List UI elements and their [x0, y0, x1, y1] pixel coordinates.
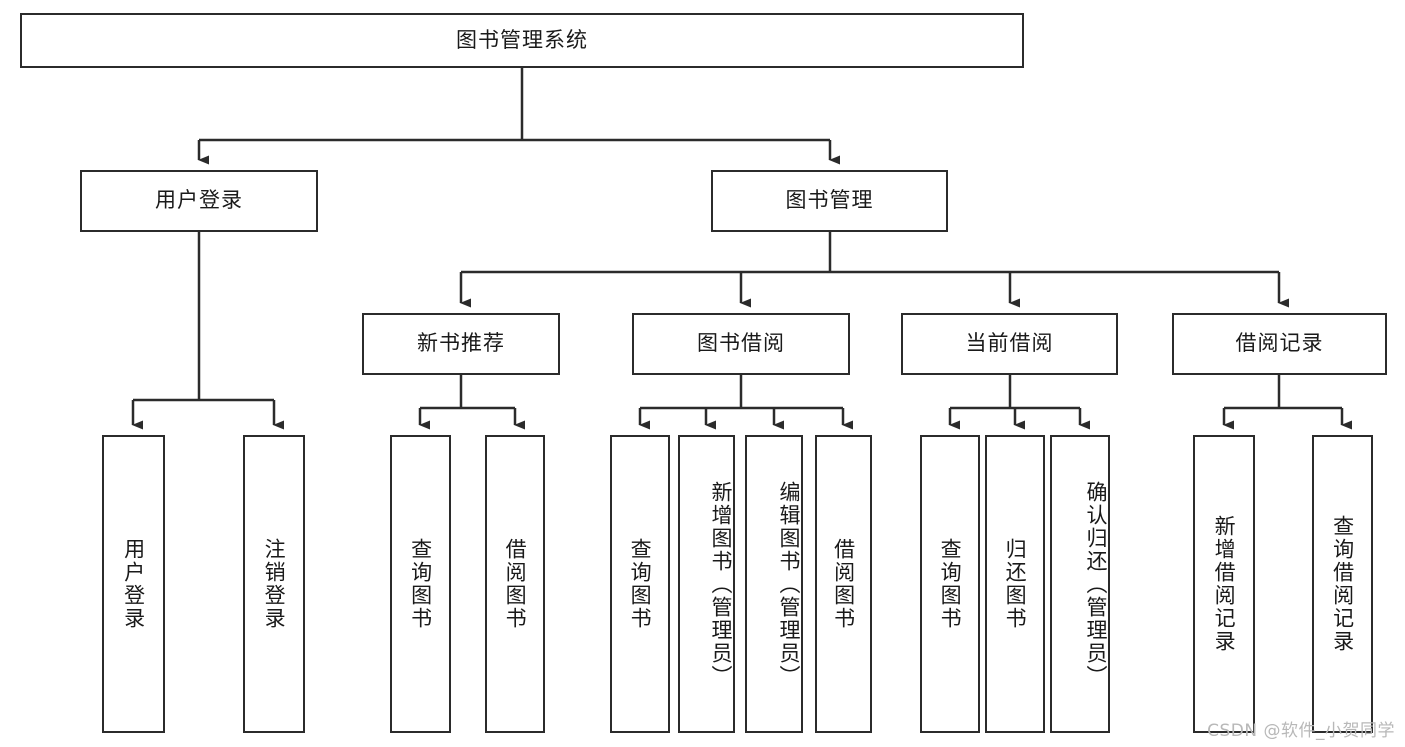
node-leaf-query-book-cb[interactable]: 查询图书	[920, 435, 980, 733]
node-user-login[interactable]: 用户登录	[80, 170, 318, 232]
node-new-book-recommend[interactable]: 新书推荐	[362, 313, 560, 375]
node-current-borrow-label: 当前借阅	[965, 331, 1054, 356]
node-book-manage[interactable]: 图书管理	[711, 170, 948, 232]
node-new-book-recommend-label: 新书推荐	[417, 331, 505, 356]
node-current-borrow[interactable]: 当前借阅	[901, 313, 1118, 375]
node-leaf-user-login[interactable]: 用户登录	[102, 435, 165, 733]
node-leaf-add-borrow-record-label: 新增借阅记录	[1212, 515, 1237, 653]
node-leaf-borrow-book-rec[interactable]: 借阅图书	[485, 435, 545, 733]
node-leaf-logout[interactable]: 注销登录	[243, 435, 305, 733]
node-leaf-query-borrow-record[interactable]: 查询借阅记录	[1312, 435, 1373, 733]
node-leaf-query-book-br[interactable]: 查询图书	[610, 435, 670, 733]
node-leaf-borrow-book-rec-label: 借阅图书	[503, 538, 528, 630]
node-leaf-edit-book-admin-label: 编辑图书（管理员）	[777, 480, 801, 688]
node-leaf-logout-label: 注销登录	[262, 538, 287, 630]
node-borrow-record-label: 借阅记录	[1235, 331, 1324, 356]
node-leaf-return-book[interactable]: 归还图书	[985, 435, 1045, 733]
node-leaf-add-borrow-record[interactable]: 新增借阅记录	[1193, 435, 1255, 733]
node-leaf-query-book-rec[interactable]: 查询图书	[390, 435, 451, 733]
node-leaf-query-borrow-record-label: 查询借阅记录	[1330, 515, 1355, 653]
node-root-label: 图书管理系统	[456, 27, 588, 52]
node-leaf-confirm-return-admin[interactable]: 确认归还（管理员）	[1050, 435, 1110, 733]
node-leaf-borrow-book-br-label: 借阅图书	[831, 538, 856, 630]
watermark: CSDN @软件_小贺同学	[1207, 721, 1395, 741]
node-leaf-user-login-label: 用户登录	[121, 538, 146, 630]
node-user-login-label: 用户登录	[155, 188, 243, 213]
node-book-borrow[interactable]: 图书借阅	[632, 313, 850, 375]
node-leaf-borrow-book-br[interactable]: 借阅图书	[815, 435, 872, 733]
node-leaf-query-book-rec-label: 查询图书	[408, 538, 433, 630]
node-book-manage-label: 图书管理	[785, 188, 874, 213]
node-leaf-add-book-admin[interactable]: 新增图书（管理员）	[678, 435, 735, 733]
node-leaf-edit-book-admin[interactable]: 编辑图书（管理员）	[745, 435, 803, 733]
node-book-borrow-label: 图书借阅	[697, 331, 785, 356]
node-leaf-add-book-admin-label: 新增图书（管理员）	[709, 480, 733, 688]
node-leaf-return-book-label: 归还图书	[1003, 538, 1028, 630]
node-borrow-record[interactable]: 借阅记录	[1172, 313, 1387, 375]
node-leaf-query-book-cb-label: 查询图书	[938, 538, 963, 630]
node-leaf-confirm-return-admin-label: 确认归还（管理员）	[1084, 480, 1108, 688]
node-leaf-query-book-br-label: 查询图书	[628, 538, 653, 630]
node-root[interactable]: 图书管理系统	[20, 13, 1024, 68]
